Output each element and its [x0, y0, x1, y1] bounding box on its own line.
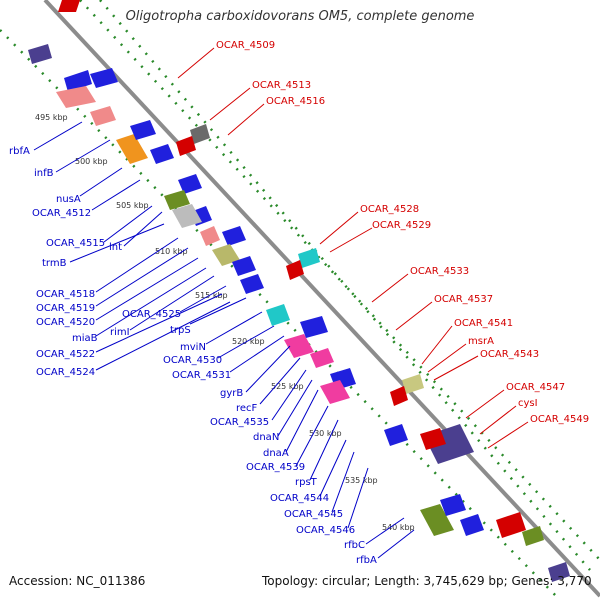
forward-label: cysI	[518, 398, 538, 409]
kbp-tick: 540 kbp	[382, 523, 415, 532]
reverse-label: OCAR_4512	[32, 208, 91, 219]
accession-text: Accession: NC_011386	[9, 574, 146, 588]
reverse-gene-labels-lines	[33, 121, 415, 559]
reverse-label: OCAR_4518	[36, 289, 95, 300]
forward-label: OCAR_4543	[480, 349, 539, 360]
reverse-label: OCAR_4515	[46, 238, 105, 249]
reverse-label: recF	[236, 403, 258, 414]
kbp-tick: 500 kbp	[75, 157, 108, 166]
kbp-tick: 530 kbp	[309, 429, 342, 438]
reverse-label: lnt	[109, 242, 122, 253]
reverse-label: OCAR_4535	[210, 417, 269, 428]
forward-label: msrA	[468, 336, 494, 347]
forward-label: OCAR_4547	[506, 382, 565, 393]
reverse-label: rfbC	[344, 540, 365, 551]
kbp-tick: 495 kbp	[35, 113, 68, 122]
reverse-label: dnaA	[263, 448, 289, 459]
topology-text: Topology: circular; Length: 3,745,629 bp…	[262, 574, 592, 588]
reverse-label: trmB	[42, 258, 67, 269]
kbp-tick: 505 kbp	[116, 201, 149, 210]
kbp-tick: 515 kbp	[195, 291, 228, 300]
reverse-label: rfbA	[356, 555, 377, 566]
genome-backbone	[43, 0, 600, 598]
kbp-tick: 525 kbp	[271, 382, 304, 391]
reverse-label: OCAR_4522	[36, 349, 95, 360]
reverse-label: OCAR_4524	[36, 367, 95, 378]
reverse-label: infB	[34, 168, 54, 179]
forward-label: OCAR_4529	[372, 220, 431, 231]
reverse-label: rpsT	[295, 477, 318, 488]
reverse-genes	[28, 44, 484, 536]
reverse-label: gyrB	[220, 388, 243, 399]
reverse-label: OCAR_4530	[163, 355, 222, 366]
reverse-label: OCAR_4546	[296, 525, 355, 536]
forward-label: OCAR_4537	[434, 294, 493, 305]
forward-gene-labels	[177, 47, 529, 449]
forward-label: OCAR_4541	[454, 318, 513, 329]
reverse-label: rbfA	[9, 146, 30, 157]
kbp-tick: 510 kbp	[155, 247, 188, 256]
forward-genes	[58, 0, 570, 582]
reverse-label: dnaN	[253, 432, 279, 443]
kbp-tick: 535 kbp	[345, 476, 378, 485]
reverse-label: mviN	[180, 342, 206, 353]
reverse-label: nusA	[56, 194, 81, 205]
reverse-label: OCAR_4544	[270, 493, 329, 504]
forward-label: OCAR_4516	[266, 96, 325, 107]
mid-dotted-guide	[79, 0, 600, 561]
reverse-label: OCAR_4539	[246, 462, 305, 473]
kbp-ticks: 495 kbp 500 kbp 505 kbp 510 kbp 515 kbp …	[35, 113, 415, 532]
forward-label: OCAR_4513	[252, 80, 311, 91]
reverse-label: miaB	[72, 333, 98, 344]
reverse-label: OCAR_4531	[172, 370, 231, 381]
forward-label: OCAR_4549	[530, 414, 589, 425]
reverse-label: OCAR_4525	[122, 309, 181, 320]
kbp-tick: 520 kbp	[232, 337, 265, 346]
map-title: Oligotropha carboxidovorans OM5, complet…	[125, 9, 475, 24]
forward-label: OCAR_4509	[216, 40, 275, 51]
forward-label: OCAR_4533	[410, 266, 469, 277]
reverse-label: OCAR_4545	[284, 509, 343, 520]
reverse-label: rimI	[110, 327, 130, 338]
reverse-label: OCAR_4519	[36, 303, 95, 314]
reverse-label: trpS	[170, 325, 191, 336]
forward-label: OCAR_4528	[360, 204, 419, 215]
reverse-label: OCAR_4520	[36, 317, 95, 328]
